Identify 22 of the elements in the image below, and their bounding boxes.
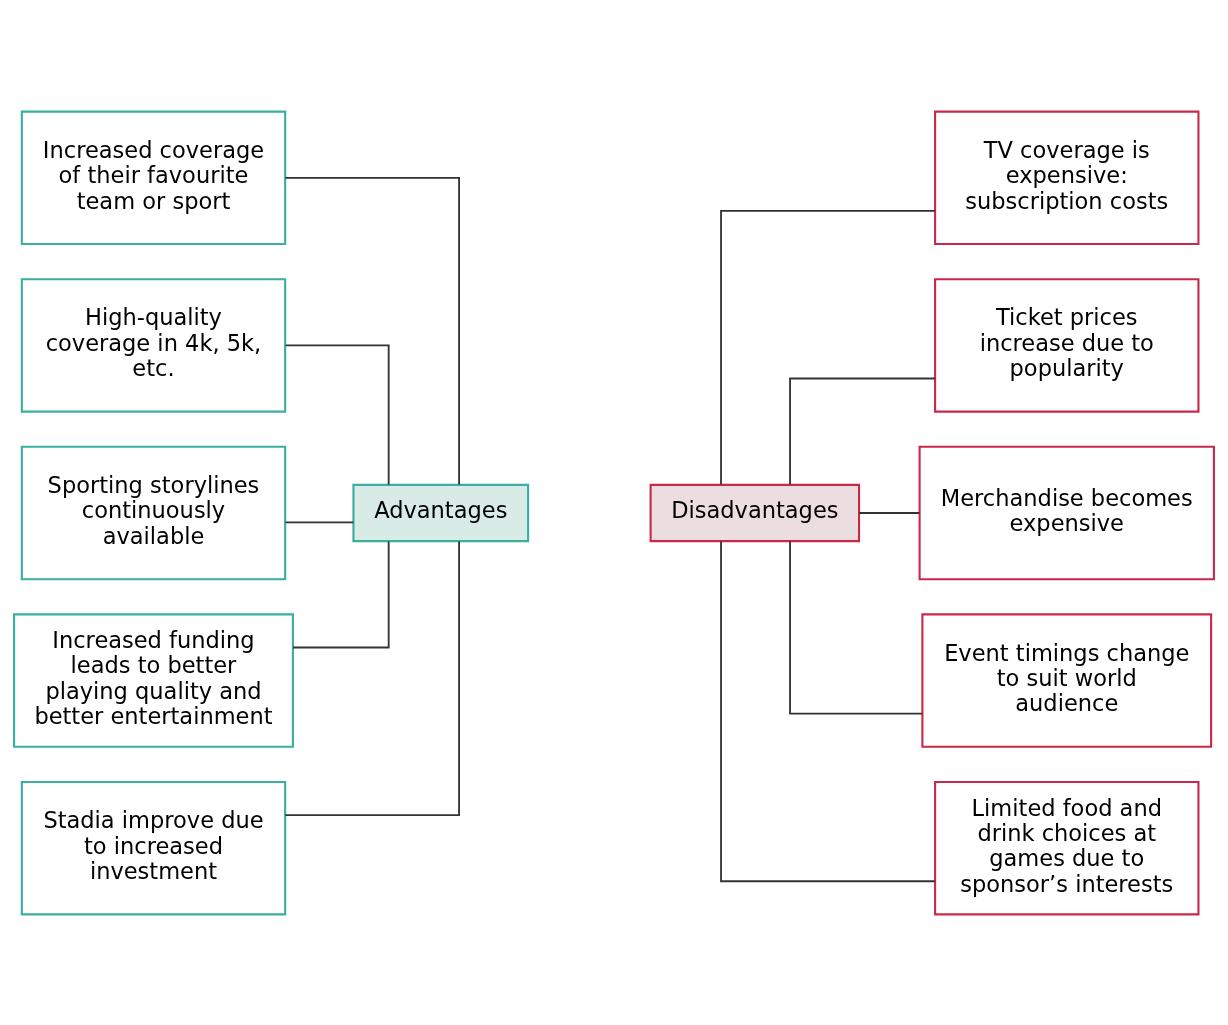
connector	[720, 209, 936, 485]
connector	[720, 539, 936, 882]
node-box: Merchandise becomes expensive	[918, 445, 1215, 580]
connector	[284, 176, 460, 485]
connector	[292, 540, 390, 648]
connector	[284, 520, 355, 523]
node-box: TV coverage is expensive: subscription costs	[934, 110, 1200, 245]
node-box: High-quality coverage in 4k, 5k, etc.	[20, 277, 287, 413]
connector	[789, 377, 936, 485]
connector	[284, 344, 390, 485]
connector	[858, 511, 921, 514]
node-box: Sporting storylines continuously available	[20, 445, 287, 580]
connector	[284, 540, 460, 816]
node-box: Disadvantages	[649, 483, 861, 542]
node-box: Event timings change to suit world audience	[921, 612, 1213, 748]
node-box: Stadia improve due to increased investment	[20, 780, 287, 915]
connector	[789, 539, 924, 715]
node-box: Advantages	[352, 483, 530, 542]
node-box: Increased funding leads to better playing quality and better entertainment	[13, 612, 294, 748]
node-box: Limited food and drink choices at games due to sponsor’s interests	[934, 780, 1200, 915]
node-box: Increased coverage of their favourite team or sport	[20, 110, 287, 245]
node-box: Ticket prices increase due to popularity	[934, 277, 1200, 413]
